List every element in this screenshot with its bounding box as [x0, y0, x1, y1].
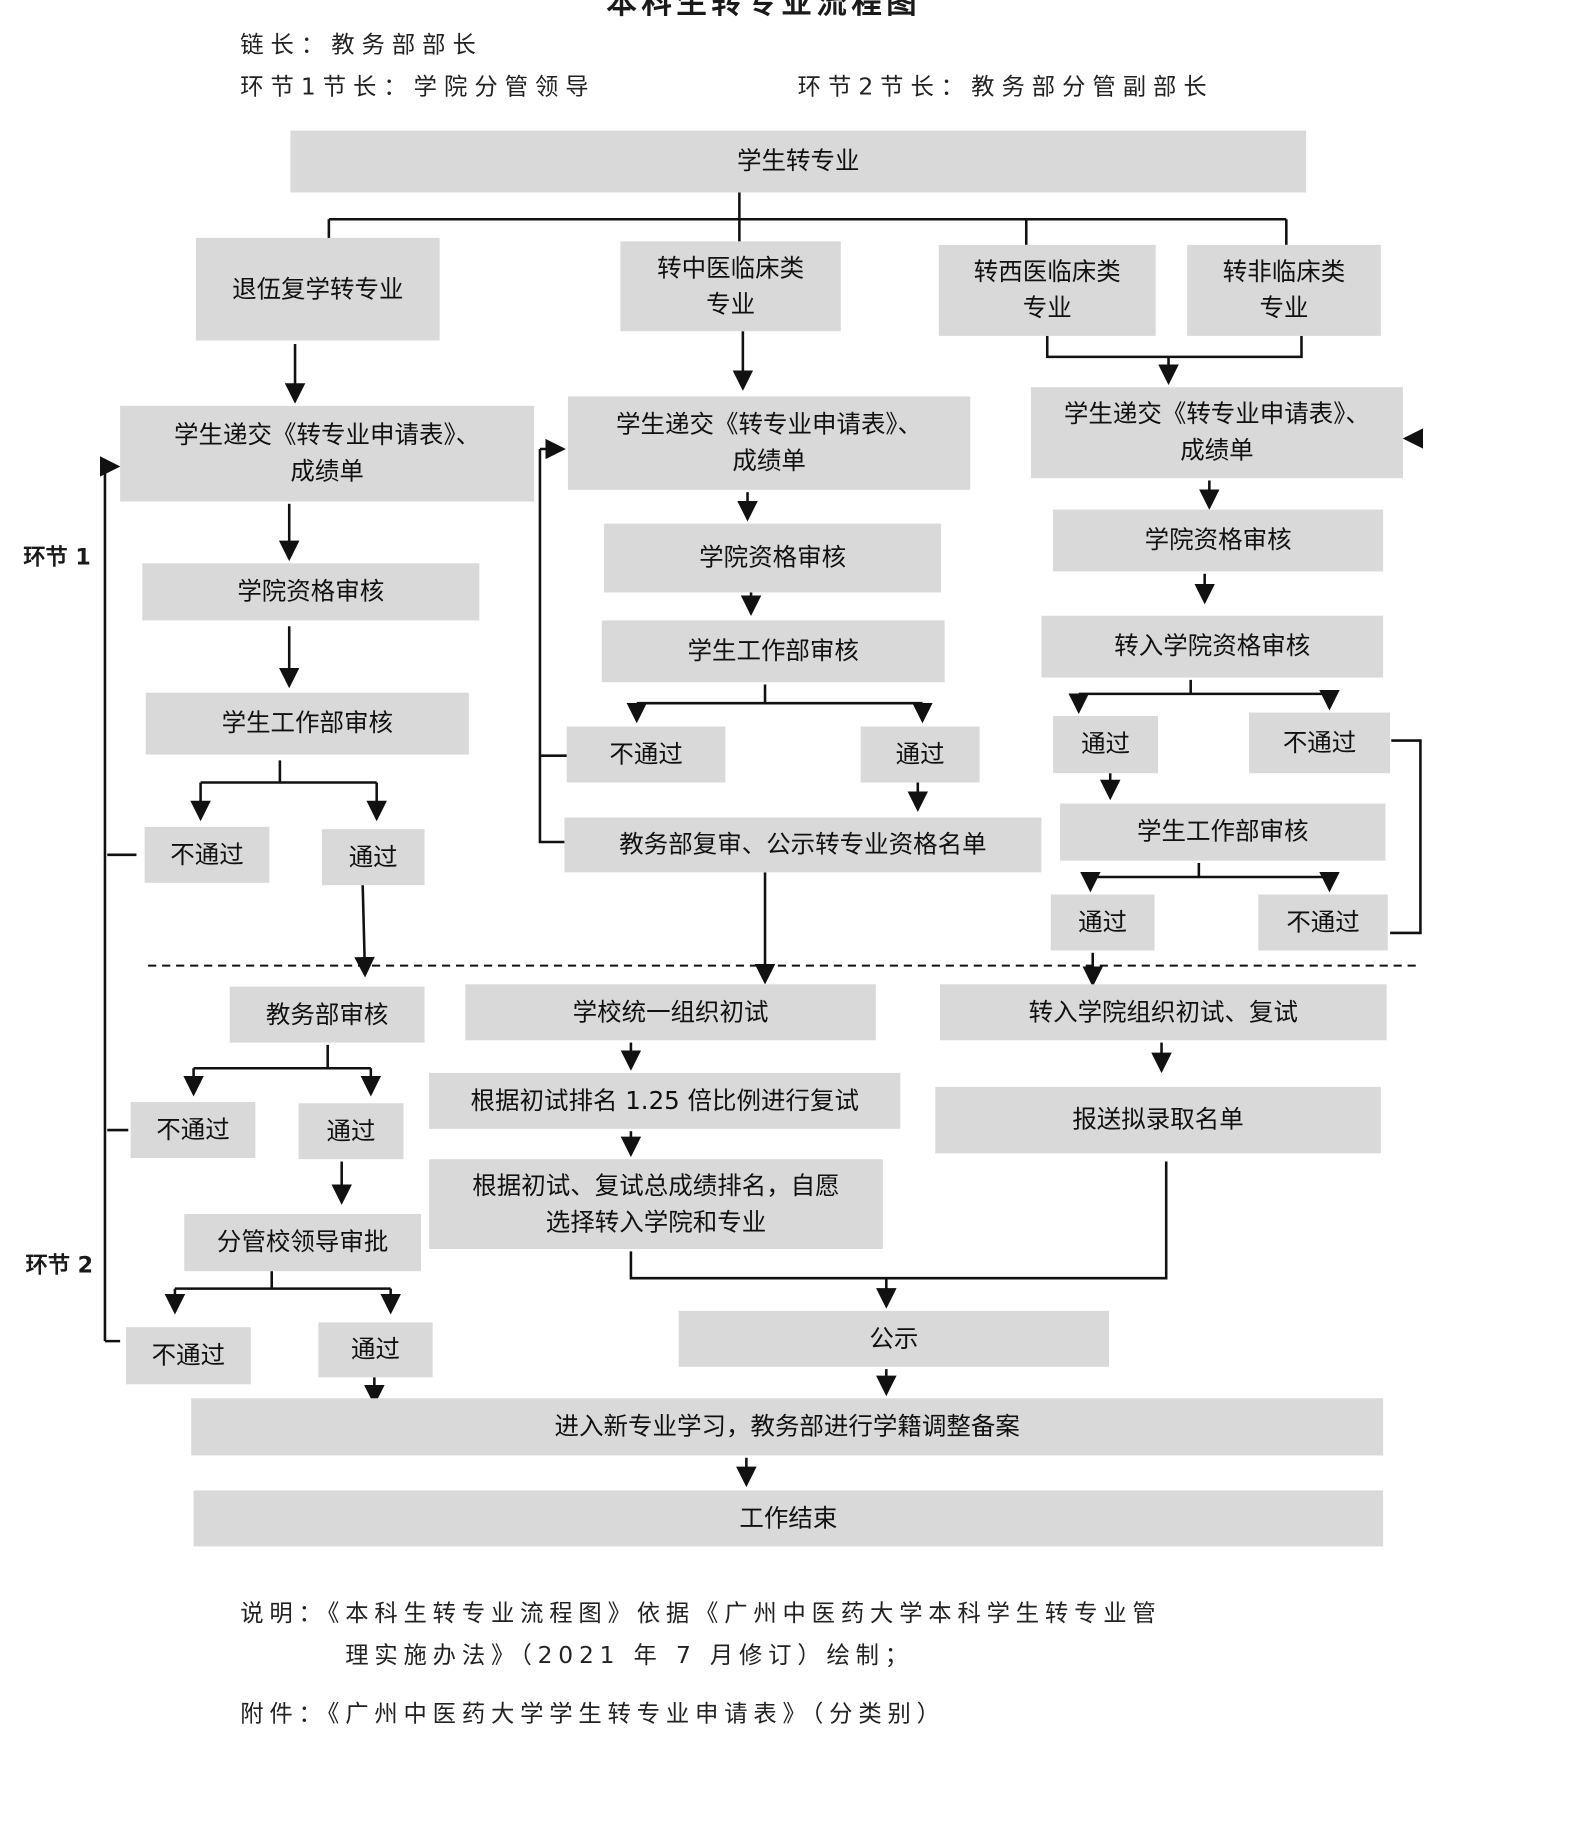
- node-r-target-college: 转入学院资格审核: [1041, 615, 1384, 678]
- node-m-pass: 通过: [860, 726, 980, 783]
- node-root: 学生转专业: [290, 130, 1307, 193]
- node-tcm: 转中医临床类 专业: [620, 241, 841, 332]
- stage1-label: 环节 1: [23, 544, 91, 571]
- node-veteran: 退伍复学转专业: [195, 237, 440, 341]
- node-r-student-affairs: 学生工作部审核: [1060, 803, 1386, 861]
- node-m-student-affairs: 学生工作部审核: [601, 620, 945, 683]
- node-r-fail1: 不通过: [1249, 712, 1391, 774]
- node-r-submit: 学生递交《转专业申请表》、 成绩单: [1030, 387, 1403, 479]
- node-leader-approval: 分管校领导审批: [184, 1214, 421, 1272]
- node-end: 工作结束: [193, 1490, 1384, 1547]
- node-m-recheck: 教务部复审、公示转专业资格名单: [564, 817, 1042, 873]
- node-l-student-affairs: 学生工作部审核: [145, 692, 469, 755]
- stage2-head: 环节2节长：教务部分管副部长: [797, 72, 1214, 101]
- node-western: 转西医临床类 专业: [938, 244, 1156, 336]
- node-m-college: 学院资格审核: [604, 523, 942, 593]
- page-title: 本科生转专业流程图: [606, 0, 922, 21]
- stage2-label: 环节 2: [25, 1252, 94, 1279]
- node-submit-list: 报送拟录取名单: [935, 1086, 1381, 1154]
- chain-head: 链长：教务部部长: [240, 30, 483, 59]
- stage1-head: 环节1节长：学院分管领导: [240, 72, 596, 101]
- node-l-submit: 学生递交《转专业申请表》、 成绩单: [120, 405, 535, 502]
- node-l-fail: 不通过: [144, 826, 270, 883]
- node-target-exam: 转入学院组织初试、复试: [939, 984, 1387, 1041]
- node-r-pass1: 通过: [1053, 716, 1159, 774]
- node-publicity: 公示: [678, 1310, 1110, 1367]
- node-nonclinical: 转非临床类 专业: [1187, 244, 1381, 336]
- node-r-pass2: 通过: [1050, 894, 1155, 951]
- node-choose: 根据初试、复试总成绩排名，自愿 选择转入学院和专业: [429, 1159, 883, 1250]
- node-m-submit: 学生递交《转专业申请表》、 成绩单: [567, 396, 971, 490]
- node-retest: 根据初试排名 1.25 倍比例进行复试: [429, 1072, 901, 1129]
- node-l2-fail: 不通过: [130, 1102, 256, 1159]
- attachment-note: 附件：《广州中医药大学学生转专业申请表》（分类别）: [240, 1699, 946, 1728]
- note-line2: 理实施办法》（2021 年 7 月修订）绘制；: [345, 1640, 914, 1669]
- node-r-fail2: 不通过: [1258, 894, 1388, 951]
- node-l-college: 学院资格审核: [142, 563, 480, 621]
- node-l2-pass: 通过: [298, 1103, 404, 1160]
- note-line1: 说明：《本科生转专业流程图》依据《广州中医药大学本科学生转专业管: [240, 1598, 1162, 1627]
- node-unified-exam: 学校统一组织初试: [465, 984, 876, 1041]
- node-l-pass: 通过: [321, 829, 425, 886]
- node-l3-fail: 不通过: [125, 1327, 251, 1385]
- node-new-major: 进入新专业学习，教务部进行学籍调整备案: [191, 1398, 1384, 1456]
- node-m-fail: 不通过: [566, 726, 726, 783]
- node-academic-review: 教务部审核: [229, 986, 425, 1043]
- node-l3-pass: 通过: [318, 1322, 433, 1378]
- node-r-college: 学院资格审核: [1053, 509, 1384, 572]
